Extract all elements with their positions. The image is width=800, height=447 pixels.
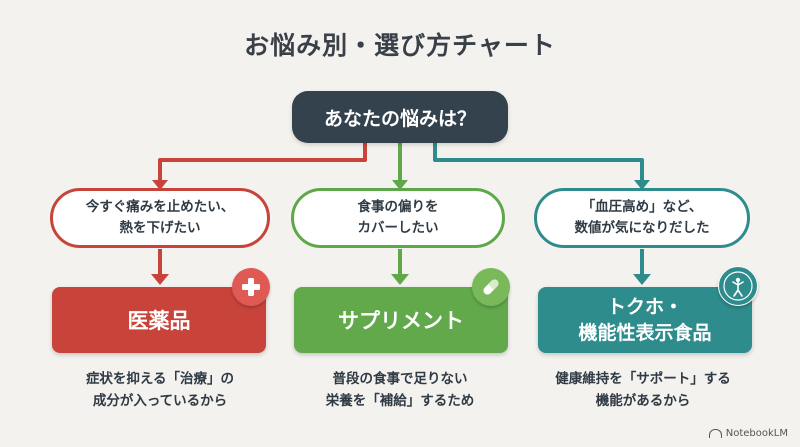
medical-cross-icon bbox=[232, 268, 270, 306]
connector-teal bbox=[433, 143, 644, 184]
question-green-line-2: カバーしたい bbox=[357, 220, 439, 236]
question-red-line-2: 熱を下げたい bbox=[119, 220, 201, 236]
chart-title: お悩み別・選び方チャート bbox=[244, 31, 556, 60]
root-question: あなたの悩みは？ bbox=[292, 91, 508, 143]
question-teal-line-2: 数値が気になりだした bbox=[574, 220, 710, 236]
footer-brand: NotebookLM bbox=[708, 428, 788, 439]
description-tokuho-line-2: 機能があるから bbox=[595, 393, 691, 409]
result-supplement: サプリメント bbox=[294, 287, 508, 353]
description-tokuho-line-1: 健康維持を「サポート」する bbox=[555, 371, 731, 387]
arrowhead-green-lower bbox=[391, 274, 409, 285]
description-medicine-line-1: 症状を抑える「治療」の bbox=[85, 371, 235, 387]
footer-brand-label: NotebookLM bbox=[725, 428, 788, 439]
question-teal: 「血圧高め」など、 数値が気になりだした bbox=[534, 188, 750, 248]
question-teal-line-1: 「血圧高め」など、 bbox=[581, 199, 703, 215]
description-supplement-line-2: 栄養を「補給」するため bbox=[325, 393, 475, 409]
arrowhead-green bbox=[392, 180, 408, 190]
arrowhead-red-lower bbox=[151, 274, 169, 285]
question-red: 今すぐ痛みを止めたい、 熱を下げたい bbox=[50, 188, 270, 248]
tokuho-mark-icon bbox=[718, 266, 758, 306]
result-medicine: 医薬品 bbox=[52, 287, 266, 353]
result-medicine-label: 医薬品 bbox=[127, 309, 191, 333]
description-supplement-line-1: 普段の食事で足りない bbox=[332, 371, 468, 387]
result-tokuho-line-1: トクホ・ bbox=[606, 296, 683, 318]
connector-red bbox=[158, 143, 367, 184]
description-medicine: 症状を抑える「治療」の 成分が入っているから bbox=[40, 368, 280, 412]
question-red-line-1: 今すぐ痛みを止めたい、 bbox=[85, 199, 235, 215]
description-tokuho: 健康維持を「サポート」する 機能があるから bbox=[523, 368, 763, 412]
arrowhead-red bbox=[152, 180, 168, 190]
notebooklm-logo-icon bbox=[708, 429, 722, 438]
question-green-line-1: 食事の偏りを bbox=[357, 199, 439, 215]
result-supplement-label: サプリメント bbox=[338, 309, 464, 333]
question-green: 食事の偏りを カバーしたい bbox=[291, 188, 505, 248]
capsule-icon bbox=[472, 268, 510, 306]
description-medicine-line-2: 成分が入っているから bbox=[92, 393, 228, 409]
result-tokuho-line-2: 機能性表示食品 bbox=[578, 322, 712, 344]
result-tokuho: トクホ・ 機能性表示食品 bbox=[538, 287, 752, 353]
arrowhead-teal bbox=[634, 180, 650, 190]
arrowhead-teal-lower bbox=[633, 274, 651, 285]
description-supplement: 普段の食事で足りない 栄養を「補給」するため bbox=[280, 368, 520, 412]
